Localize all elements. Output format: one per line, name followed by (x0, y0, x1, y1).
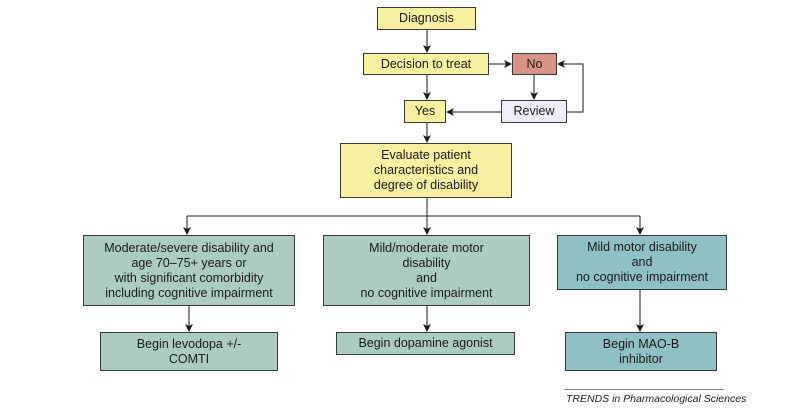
diagnosis-label: Diagnosis (399, 11, 454, 25)
no-label: No (526, 56, 543, 71)
maob-label: Begin MAO-B inhibitor (602, 336, 680, 366)
moderate-severe-label: Moderate/severe disability and age 70–75… (104, 240, 274, 300)
yes-label: Yes (414, 104, 436, 118)
decision-to-treat-node: Decision to treat (363, 53, 489, 75)
decision-label: Decision to treat (380, 56, 472, 71)
evaluate-node: Evaluate patient characteristics and deg… (340, 143, 512, 198)
dopamine-agonist-node: Begin dopamine agonist (336, 332, 515, 355)
no-node: No (512, 53, 557, 75)
review-label: Review (513, 104, 555, 118)
footer-divider (564, 389, 724, 390)
arrow-review-loop-to-no (557, 60, 584, 113)
mild-node: Mild motor disability and no cognitive i… (557, 235, 727, 290)
maob-node: Begin MAO-B inhibitor (565, 332, 717, 371)
evaluate-label: Evaluate patient characteristics and deg… (373, 148, 479, 192)
levodopa-label: Begin levodopa +/- COMTI (136, 336, 242, 366)
diagnosis-node: Diagnosis (377, 7, 476, 30)
yes-node: Yes (404, 100, 446, 123)
mild-moderate-label: Mild/moderate motor disability and no co… (360, 240, 493, 300)
footer-credit: TRENDS in Pharmacological Sciences (566, 393, 747, 405)
review-node: Review (501, 100, 567, 123)
dopamine-label: Begin dopamine agonist (358, 336, 493, 350)
levodopa-node: Begin levodopa +/- COMTI (100, 332, 278, 371)
mild-label: Mild motor disability and no cognitive i… (575, 240, 708, 284)
mild-moderate-node: Mild/moderate motor disability and no co… (323, 235, 530, 306)
moderate-severe-node: Moderate/severe disability and age 70–75… (83, 235, 295, 306)
